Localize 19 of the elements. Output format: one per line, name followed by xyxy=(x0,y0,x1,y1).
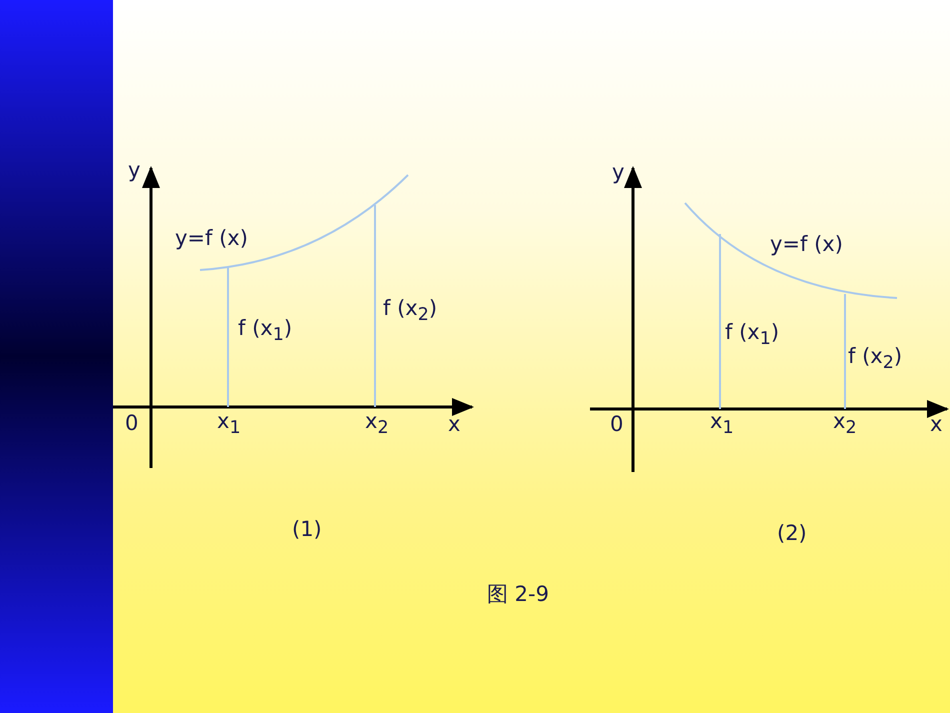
value-label: f (x$_{1}$) xyxy=(238,318,292,345)
value-label: f (x$_{1}$) xyxy=(725,322,780,349)
function-label: y=f (x) xyxy=(770,234,843,255)
origin-label: 0 xyxy=(610,414,624,435)
value-label: f (x$_{2}$) xyxy=(848,346,902,373)
value-label: f (x$_{2}$) xyxy=(383,298,438,325)
axis-label: y xyxy=(612,162,624,183)
tick-label: x$_{1}$ xyxy=(710,411,734,438)
panel-label: (1) xyxy=(292,519,322,540)
axis-label: x xyxy=(448,414,460,435)
axis-label: x xyxy=(930,414,942,435)
origin-label: 0 xyxy=(125,413,138,434)
tick-label: x$_{1}$ xyxy=(217,411,241,438)
panel-label: (2) xyxy=(777,523,807,544)
tick-label: x$_{2}$ xyxy=(833,411,857,438)
axis-label: y xyxy=(128,160,140,181)
tick-label: x$_{2}$ xyxy=(365,411,389,438)
figure-caption: 图 2-9 xyxy=(487,584,549,605)
function-label: y=f (x) xyxy=(175,228,248,249)
